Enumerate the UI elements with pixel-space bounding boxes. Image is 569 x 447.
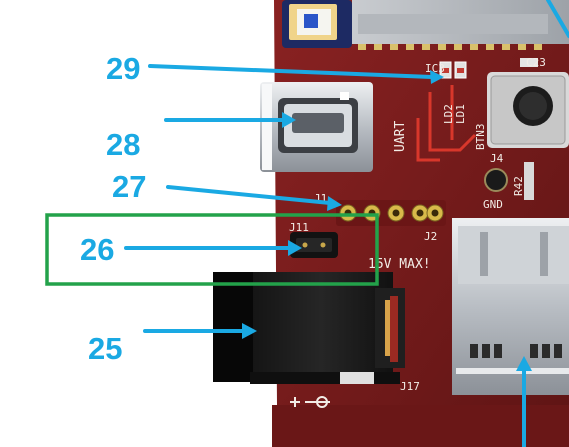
callout-29-arrow (148, 64, 434, 79)
label-uart: UART (393, 121, 408, 152)
callout-25-label: 25 (88, 331, 122, 366)
label-c23: C23 (526, 56, 546, 69)
gnd-test-point (484, 168, 508, 192)
label-j11: J11 (289, 221, 309, 234)
label-gnd: GND (483, 198, 503, 211)
callout-28-label: 28 (106, 127, 140, 162)
label-ld1: LD1 (454, 104, 467, 124)
highlight-box-26 (45, 213, 379, 286)
callout-29-label: 29 (106, 51, 140, 86)
callout-topright-arrow (546, 0, 569, 38)
label-btn3: BTN3 (474, 124, 487, 151)
label-ic3: IC3 (425, 62, 445, 75)
callout-26-label: 26 (80, 232, 114, 267)
callout-27-arrow (166, 185, 332, 205)
pin-header-j1-j2 (339, 204, 444, 222)
label-j17: J17 (400, 380, 420, 393)
label-ld2: LD2 (442, 104, 455, 124)
label-max-rating: 15V MAX! (368, 257, 431, 272)
label-j2: J2 (424, 230, 437, 243)
label-r42: R42 (512, 176, 525, 196)
callout-27-label: 27 (112, 169, 146, 204)
label-j4: J4 (490, 152, 504, 165)
